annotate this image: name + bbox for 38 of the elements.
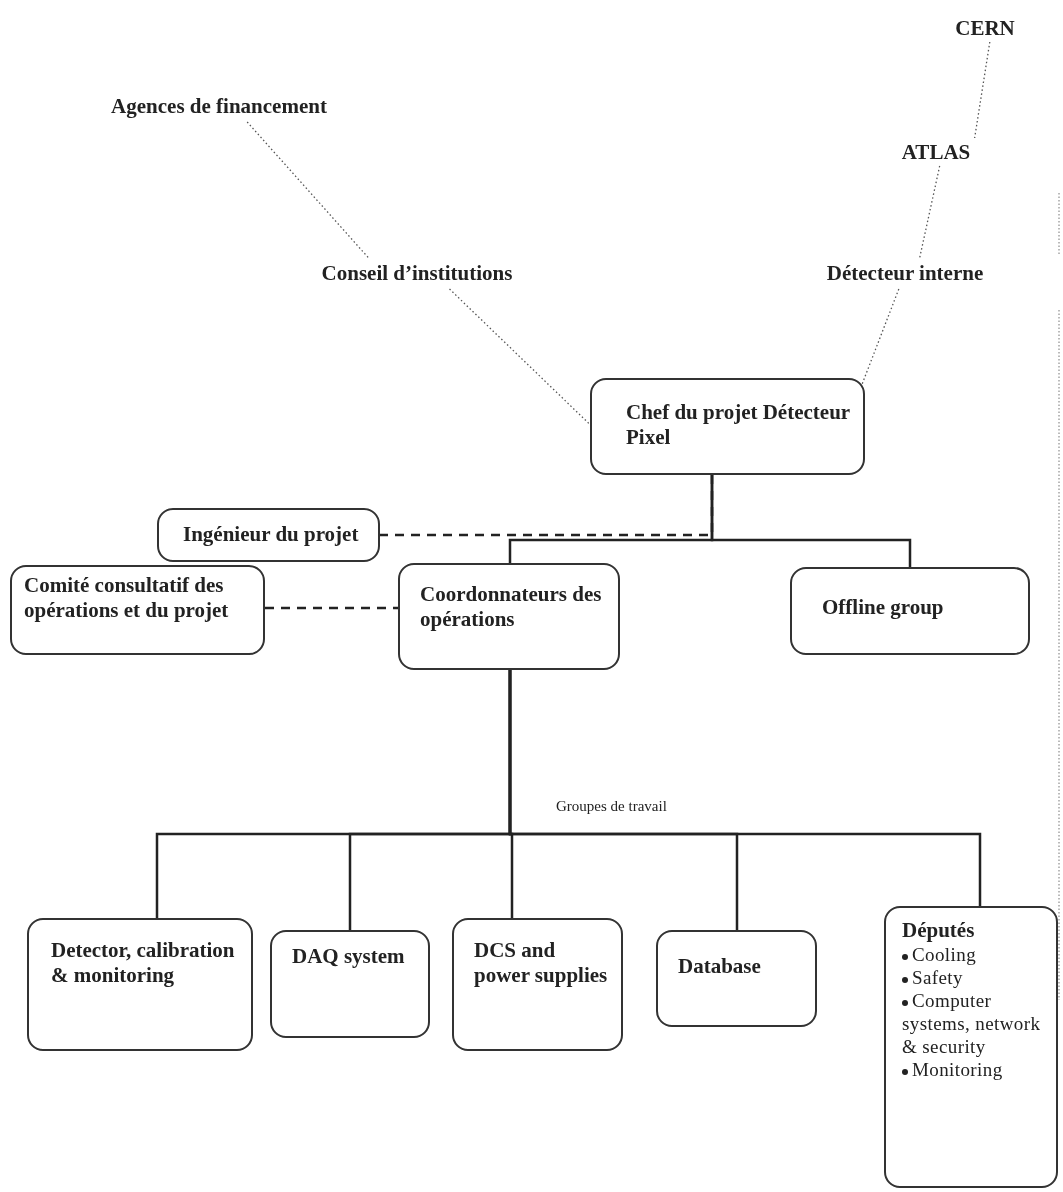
box-title: DAQ system <box>292 944 406 969</box>
dotted-line <box>861 288 900 385</box>
org-box <box>10 565 265 655</box>
org-box <box>27 918 253 1051</box>
bullet-item: Safety <box>902 966 1052 989</box>
org-box <box>884 906 1058 1188</box>
box-title: Coordonnateurs des opérations <box>420 582 603 632</box>
box-title: Ingénieur du projet <box>183 522 360 547</box>
dotted-line <box>918 165 941 260</box>
connector-line <box>710 475 912 567</box>
box-title: Comité consultatif des opérations et du projet <box>24 573 230 623</box>
org-box <box>270 930 430 1038</box>
org-label: Agences de financement <box>78 92 360 122</box>
box-title: Detector, calibration & monitoring <box>51 938 236 988</box>
box-title: Chef du projet Détecteur Pixel <box>626 400 851 450</box>
bullet-item: Monitoring <box>902 1058 1052 1081</box>
bullet-item: Cooling <box>902 943 1052 966</box>
org-label: Détecteur interne <box>802 259 1008 289</box>
org-box <box>656 930 817 1027</box>
org-label: ATLAS <box>890 138 982 166</box>
bullet-item: Computer systems, network & security <box>902 989 1052 1058</box>
org-box <box>590 378 865 475</box>
box-title: DCS and power supplies <box>474 938 609 988</box>
dotted-line <box>246 121 371 260</box>
org-label: Conseil d’institutions <box>292 259 542 289</box>
box-title: Offline group <box>822 595 945 620</box>
org-box <box>452 918 623 1051</box>
group-label: Groupes de travail <box>556 798 667 815</box>
box-title: Database <box>678 954 762 979</box>
org-box <box>157 508 380 562</box>
dotted-line <box>448 288 591 426</box>
org-box <box>398 563 620 670</box>
dotted-line <box>974 41 991 139</box>
org-box <box>790 567 1030 655</box>
org-label: CERN <box>945 14 1025 42</box>
connector-line <box>508 670 982 906</box>
box-title: Députés <box>902 918 976 943</box>
dashed-line <box>265 606 398 610</box>
